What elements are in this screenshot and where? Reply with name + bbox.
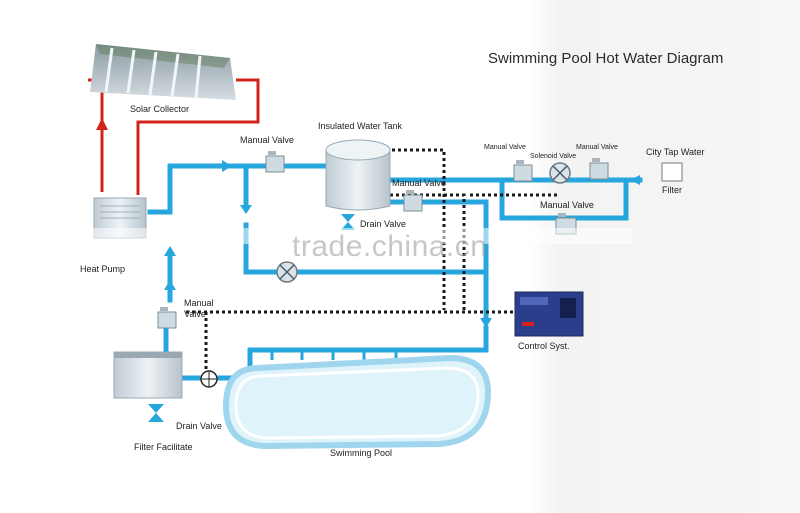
watermark: trade.china.cn	[292, 230, 488, 263]
label-manual-valve-right1: Manual Valve	[484, 144, 526, 151]
solar-collector	[90, 44, 236, 100]
label-solenoid-valve: Solenoid Valve	[530, 153, 577, 160]
manual-valves	[157, 155, 609, 329]
label-drain-valve: Drain Valve	[176, 421, 222, 431]
insulated-water-tank	[325, 139, 391, 211]
drain-valve-symbol	[148, 404, 164, 422]
label-manual-valve-tank: Manual Valve	[392, 178, 446, 188]
water-pipes	[147, 163, 643, 381]
pool-inlet-pipes	[270, 350, 398, 360]
label-manual-valve-top: Manual Valve	[240, 135, 294, 145]
valve-handles	[160, 151, 600, 311]
label-heat-pump: Heat Pump	[80, 264, 126, 274]
solenoid-valve-crosses	[279, 165, 568, 280]
label-manual-valve-left-line2: Valve	[184, 309, 206, 319]
control-wires	[186, 148, 560, 370]
diagram-title: Swimming Pool Hot Water Diagram	[488, 50, 724, 67]
circulation-pump	[200, 370, 218, 388]
label-solar-collector: Solar Collector	[130, 104, 190, 114]
label-manual-valve-left-line1: Manual	[184, 298, 214, 308]
label-insulated-tank: Insulated Water Tank	[318, 121, 403, 131]
swimming-pool	[222, 354, 492, 450]
filter-unit	[113, 351, 183, 399]
label-manual-valve-bypass: Manual Valve	[540, 200, 594, 210]
label-city-tap-water: City Tap Water	[646, 147, 705, 157]
tank-drain-valve	[341, 214, 355, 230]
label-filter: Filter	[662, 185, 682, 195]
flow-arrows	[164, 160, 640, 328]
label-swimming-pool: Swimming Pool	[330, 448, 393, 458]
control-system	[514, 291, 584, 337]
solar-flow-arrow	[96, 118, 108, 130]
watermark-band	[84, 228, 632, 244]
label-filter-facilitate: Filter Facilitate	[134, 442, 193, 452]
label-drain-valve-tank: Drain Valve	[360, 219, 406, 229]
city-water-filter	[661, 162, 683, 182]
label-manual-valve-right2: Manual Valve	[576, 144, 618, 151]
label-control-system: Control Syst.	[518, 341, 570, 351]
